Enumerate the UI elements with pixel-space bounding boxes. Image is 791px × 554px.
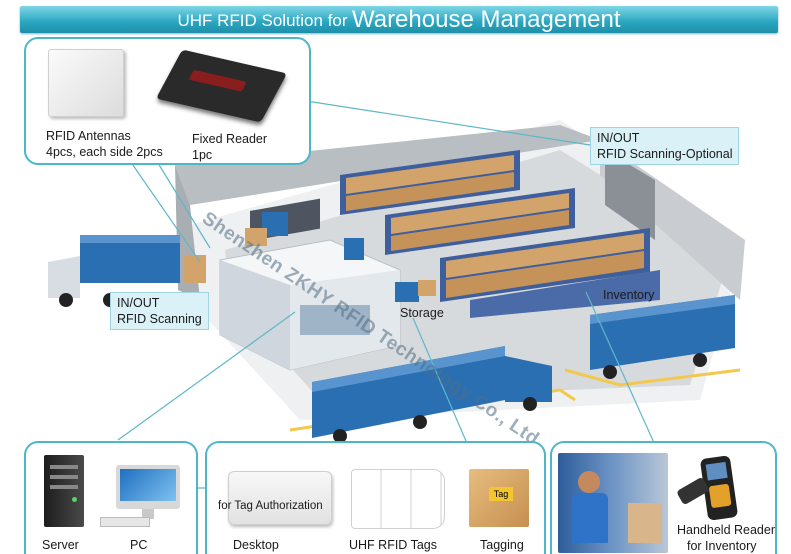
pc-label: PC (130, 538, 148, 552)
storage-shelf-1 (340, 150, 520, 215)
cartons-gate (184, 255, 206, 283)
worker-station (344, 238, 364, 260)
title-banner: UHF RFID Solution for Warehouse Manageme… (20, 6, 778, 33)
server-label: Server (42, 538, 79, 552)
pc-keyboard-image (100, 517, 150, 527)
fixed-reader-label-2: 1pc (192, 148, 213, 162)
dock-door-right (605, 150, 655, 240)
desktop-label: Desktop (233, 538, 279, 552)
desktop-reader-image (228, 471, 332, 525)
forklift-storage (395, 282, 419, 302)
storage-shelf-2 (385, 188, 575, 255)
callout-optional-line1: IN/OUT (597, 131, 640, 145)
truck-right (590, 295, 735, 379)
tagging-box: for Tag Authorization Tag Desktop UHF RF… (205, 441, 546, 554)
title-prefix: UHF RFID Solution for (177, 11, 348, 30)
pallet-carton-storage (418, 280, 436, 296)
desktop-caption: for Tag Authorization (218, 500, 323, 512)
pc-monitor-image (116, 465, 180, 519)
callout-in-out-line1: IN/OUT (117, 296, 160, 310)
floor-guide-line-right (564, 368, 741, 387)
pallet-carton-back (245, 228, 267, 246)
hardware-box: RFID Antennas 4pcs, each side 2pcs Fixed… (24, 37, 311, 165)
rfid-tags-roll-image (351, 469, 445, 529)
callout-optional-line2: RFID Scanning-Optional (597, 147, 733, 161)
handheld-label-2: for Inventory (687, 539, 757, 553)
office-block (219, 198, 401, 371)
fixed-reader-image (155, 49, 288, 123)
handheld-box: Handheld Reader for Inventory (550, 441, 777, 554)
fixed-reader-label-1: Fixed Reader (192, 132, 268, 146)
handheld-label-1: Handheld Reader (677, 523, 775, 537)
tagging-box-image: Tag (469, 469, 529, 527)
connector-lines (117, 99, 656, 489)
callout-in-out: IN/OUT RFID Scanning (110, 292, 209, 330)
callout-in-out-optional: IN/OUT RFID Scanning-Optional (590, 127, 740, 165)
storage-shelf-4 (470, 270, 660, 318)
warehouse-worker-photo (558, 453, 668, 553)
server-image (44, 455, 84, 527)
tag-label-on-box: Tag (489, 487, 513, 501)
antennas-label-2: 4pcs, each side 2pcs (46, 145, 163, 159)
storage-shelf-3 (440, 228, 650, 302)
rfid-tags-label: UHF RFID Tags (349, 538, 437, 552)
rfid-antenna-image (48, 49, 124, 117)
storage-label: Storage (400, 306, 444, 320)
inventory-label: Inventory (603, 288, 655, 302)
truck-left (48, 235, 180, 307)
server-pc-box: Server PC (24, 441, 198, 554)
tagging-label: Tagging (480, 538, 524, 552)
truck-middle (312, 346, 552, 443)
back-wall (175, 125, 600, 205)
callout-in-out-line2: RFID Scanning (117, 312, 202, 326)
antennas-label-1: RFID Antennas (46, 129, 131, 143)
title-main: Warehouse Management (351, 6, 621, 33)
